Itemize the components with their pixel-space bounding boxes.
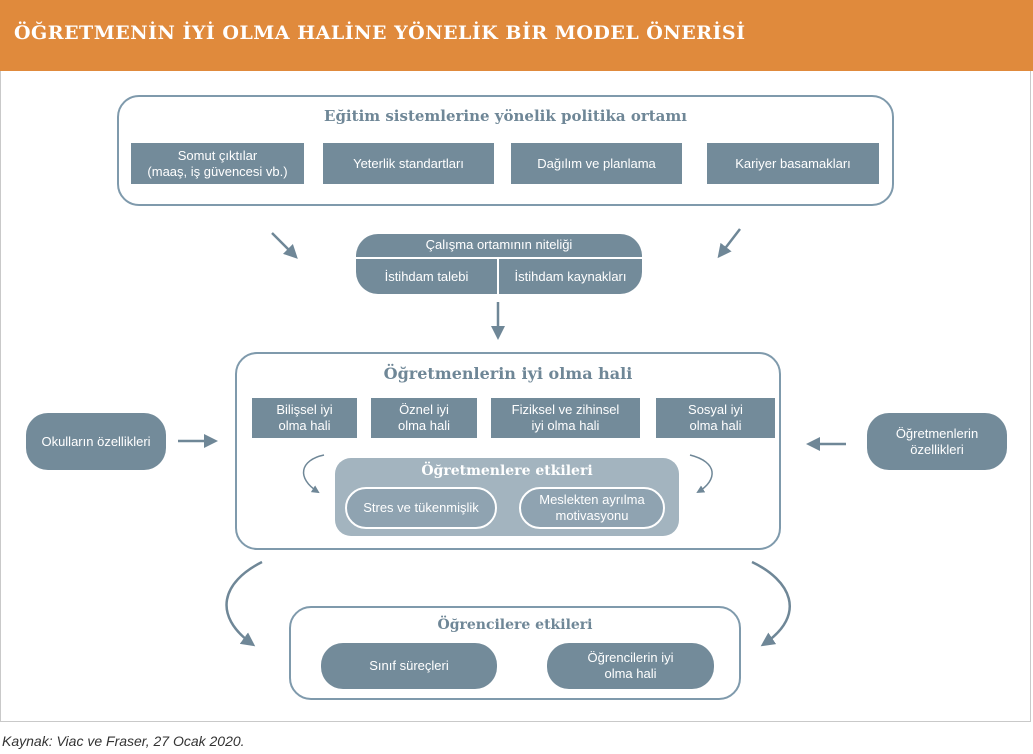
- classroom-processes: Sınıf süreçleri: [321, 643, 497, 689]
- policy-item-competency-standards: Yeterlik standartları: [323, 143, 494, 184]
- effect-leaving-motivation: Meslekten ayrılma motivasyonu: [519, 487, 665, 529]
- wellbeing-cognitive: Bilişsel iyi olma hali: [252, 398, 357, 438]
- title-banner: ÖĞRETMENİN İYİ OLMA HALİNE YÖNELİK BİR M…: [0, 0, 1033, 71]
- effect-stress-burnout: Stres ve tükenmişlik: [345, 487, 497, 529]
- policy-item-career-steps: Kariyer basamakları: [707, 143, 879, 184]
- work-environment-box: Çalışma ortamının niteliği İstihdam tale…: [356, 234, 642, 294]
- work-divider-vertical: [497, 259, 499, 294]
- arrow-curve-to-students-right: [751, 560, 791, 647]
- effects-on-students-title: Öğrencilere etkileri: [437, 617, 593, 633]
- work-divider-horizontal: [356, 257, 642, 259]
- policy-environment-title: Eğitim sistemlerine yönelik politika ort…: [324, 107, 687, 125]
- effects-on-teachers-title: Öğretmenlere etkileri: [421, 463, 593, 479]
- teacher-characteristics: Öğretmenlerin özellikleri: [867, 413, 1007, 470]
- arrow-curve-to-students-left: [225, 560, 263, 647]
- job-resources: İstihdam kaynakları: [514, 269, 627, 284]
- wellbeing-social: Sosyal iyi olma hali: [656, 398, 775, 438]
- wellbeing-subjective: Öznel iyi olma hali: [371, 398, 477, 438]
- arrow-curve-inner-left: [302, 454, 325, 494]
- page-title: ÖĞRETMENİN İYİ OLMA HALİNE YÖNELİK BİR M…: [14, 22, 746, 44]
- wellbeing-physical-mental: Fiziksel ve zihinsel iyi olma hali: [491, 398, 640, 438]
- teacher-wellbeing-title: Öğretmenlerin iyi olma hali: [383, 364, 633, 383]
- work-environment-title: Çalışma ortamının niteliği: [425, 237, 573, 252]
- job-demands: İstihdam talebi: [384, 269, 469, 284]
- source-note: Kaynak: Viac ve Fraser, 27 Ocak 2020.: [2, 733, 245, 749]
- policy-item-distribution-planning: Dağılım ve planlama: [511, 143, 682, 184]
- arrow-policy-to-work-right: [717, 228, 741, 259]
- student-wellbeing: Öğrencilerin iyi olma hali: [547, 643, 714, 689]
- policy-item-tangible-outputs: Somut çıktılar (maaş, iş güvencesi vb.): [131, 143, 304, 184]
- arrow-curve-inner-right: [689, 454, 713, 494]
- arrow-policy-to-work-left: [271, 232, 298, 259]
- school-characteristics: Okulların özellikleri: [26, 413, 166, 470]
